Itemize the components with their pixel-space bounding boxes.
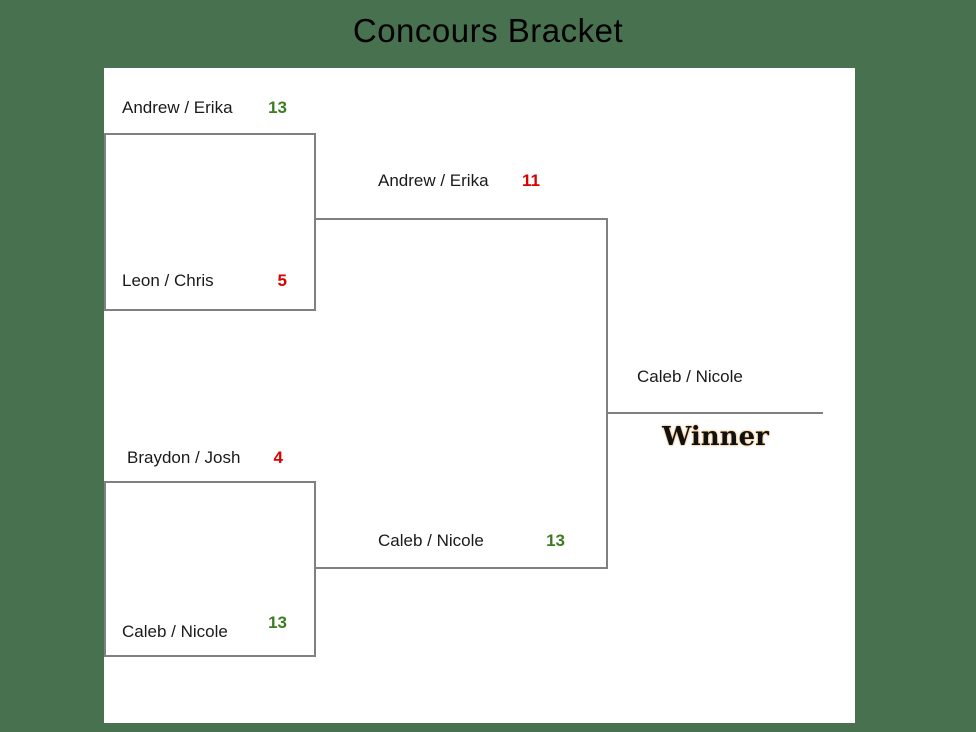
team-score: 5 (277, 271, 287, 290)
team-slot: Leon / Chris 5 (122, 271, 287, 291)
team-name: Braydon / Josh (127, 448, 241, 467)
team-score: 11 (522, 171, 540, 190)
team-name: Caleb / Nicole (378, 531, 484, 550)
champion-slot: Caleb / Nicole (637, 367, 743, 387)
winner-label: Winner (662, 422, 769, 452)
team-slot: Braydon / Josh 4 (127, 448, 283, 468)
page-title: Concours Bracket (352, 12, 624, 49)
connector-line-final (608, 412, 823, 414)
team-score: 4 (273, 448, 283, 467)
team-name: Andrew / Erika (122, 98, 233, 117)
team-name: Leon / Chris (122, 271, 214, 290)
connector-line-semifinal-vertical (606, 218, 608, 569)
team-name: Caleb / Nicole (122, 622, 228, 641)
connector-line-semifinal-top (314, 218, 608, 220)
team-name: Andrew / Erika (378, 171, 489, 190)
team-score: 13 (268, 613, 287, 632)
team-slot: Caleb / Nicole 13 (122, 613, 287, 642)
team-score: 13 (546, 531, 565, 550)
team-slot: Andrew / Erika 13 (122, 98, 287, 118)
match-box-round1-top (104, 133, 316, 311)
bracket-sheet (104, 68, 855, 723)
champion-name: Caleb / Nicole (637, 367, 743, 386)
team-score: 13 (268, 98, 287, 117)
team-slot: Caleb / Nicole 13 (378, 531, 565, 551)
team-slot: Andrew / Erika 11 (378, 171, 540, 191)
match-box-round1-bottom (104, 481, 316, 657)
connector-line-semifinal-bottom (314, 567, 608, 569)
